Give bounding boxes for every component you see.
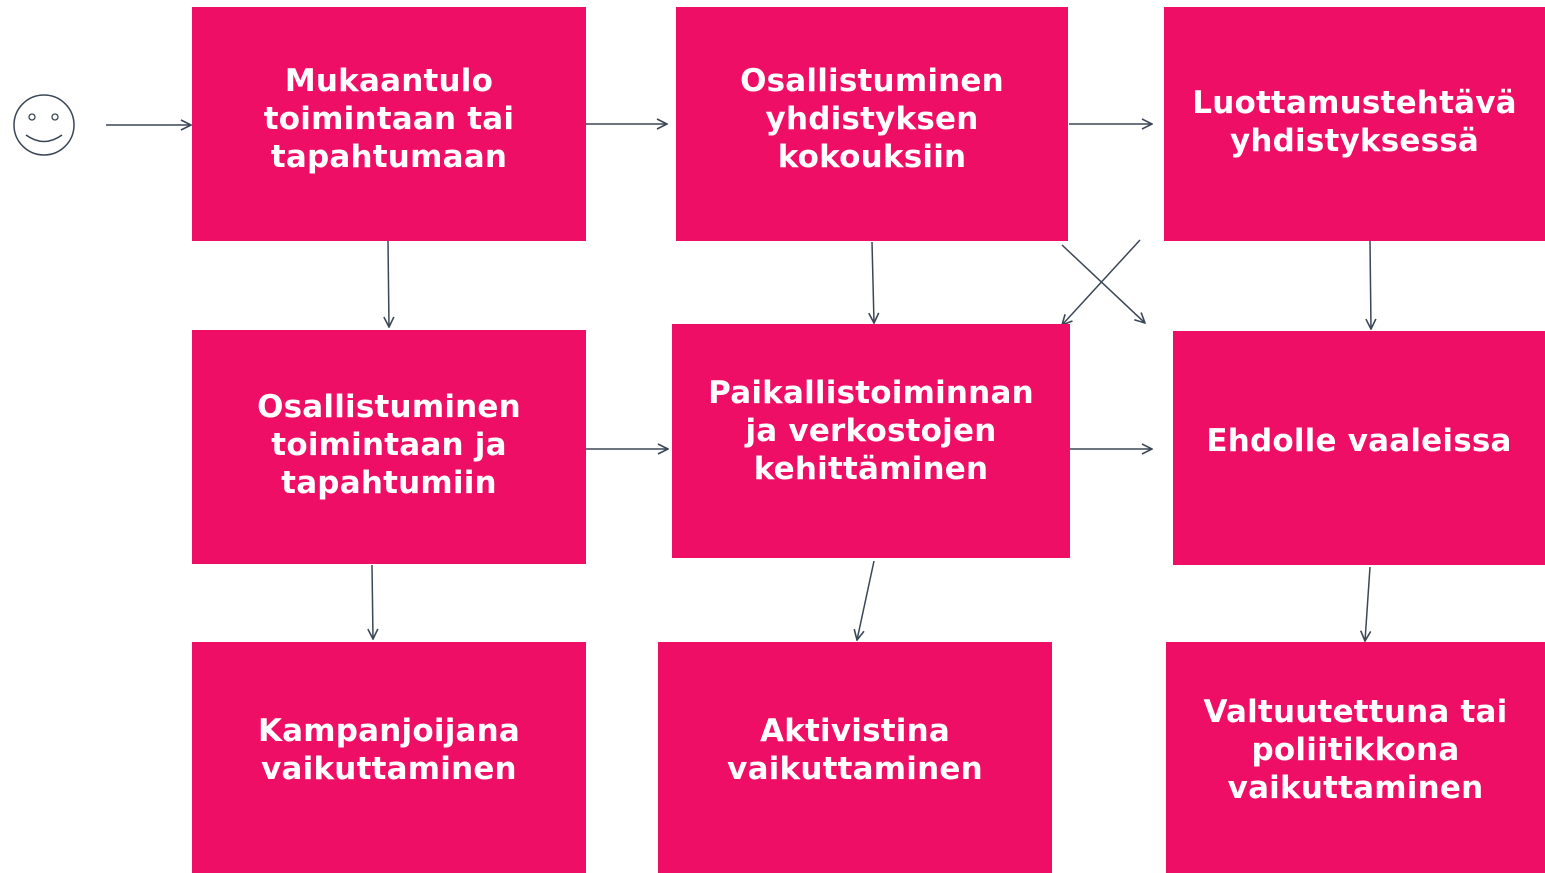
node-paikallistoiminta-label: Paikallistoiminnan ja verkostojen kehitt… — [708, 375, 1034, 487]
smiley-face-icon — [13, 94, 75, 156]
node-osallistuminen-kokouksiin: Osallistuminen yhdistyksen kokouksiin — [676, 7, 1068, 241]
arrow-kokouksiin-to-paikallistoiminta — [872, 241, 874, 323]
node-valtuutettu-label: Valtuutettuna tai poliitikkona vaikuttam… — [1203, 694, 1508, 806]
arrow-ehdolle-to-valtuutettu — [1365, 566, 1370, 641]
arrow-kokouksiin-to-ehdolle — [1061, 244, 1145, 323]
node-kampanjoija: Kampanjoijana vaikuttaminen — [192, 642, 586, 873]
node-mukaantulo-label: Mukaantulo toimintaan tai tapahtumaan — [263, 63, 515, 175]
arrow-paikallistoiminta-to-aktivisti — [857, 560, 875, 640]
arrow-osallistuminen-to-kampanjoija — [372, 564, 373, 639]
node-aktivisti-label: Aktivistina vaikuttaminen — [727, 713, 983, 787]
node-valtuutettu: Valtuutettuna tai poliitikkona vaikuttam… — [1166, 642, 1545, 873]
node-paikallistoiminta: Paikallistoiminnan ja verkostojen kehitt… — [672, 324, 1070, 558]
arrow-mukaantulo-to-osallistuminen — [388, 240, 389, 327]
node-osallistuminen-kokouksiin-label: Osallistuminen yhdistyksen kokouksiin — [740, 63, 1004, 175]
node-luottamustehtava: Luottamustehtävä yhdistyksessä — [1164, 7, 1545, 241]
node-osallistuminen-toimintaan-label: Osallistuminen toimintaan ja tapahtumiin — [257, 388, 521, 501]
arrow-luottamustehtava-to-ehdolle — [1370, 240, 1371, 329]
node-ehdolle-label: Ehdolle vaaleissa — [1206, 422, 1512, 459]
node-osallistuminen-toimintaan: Osallistuminen toimintaan ja tapahtumiin — [192, 330, 586, 564]
node-mukaantulo: Mukaantulo toimintaan tai tapahtumaan — [192, 7, 586, 241]
node-kampanjoija-label: Kampanjoijana vaikuttaminen — [257, 713, 521, 787]
node-aktivisti: Aktivistina vaikuttaminen — [658, 642, 1052, 873]
node-ehdolle: Ehdolle vaaleissa — [1173, 331, 1545, 565]
node-luottamustehtava-label: Luottamustehtävä yhdistyksessä — [1192, 84, 1517, 159]
arrow-luottamustehtava-to-paikallistoiminta — [1062, 239, 1141, 325]
